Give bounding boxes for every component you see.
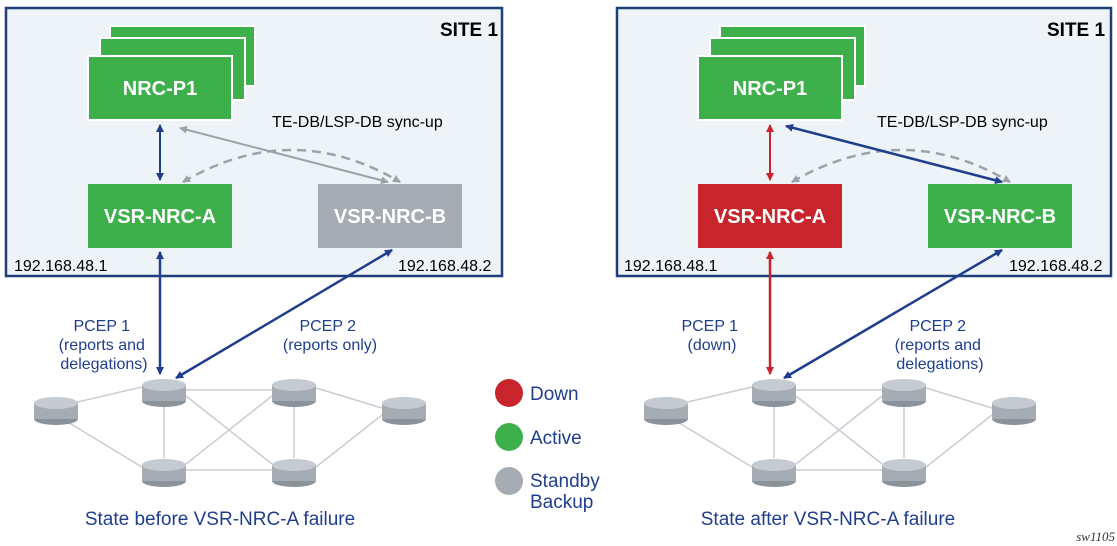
left-pcep2-arrow bbox=[175, 248, 393, 380]
right-pcep1-label: PCEP 1 (down) bbox=[681, 318, 742, 354]
left-router-ne bbox=[272, 379, 316, 407]
right-router-sw bbox=[752, 459, 796, 487]
left-router-nw bbox=[142, 379, 186, 407]
right-pcep2-label: PCEP 2 (reports and delegations) bbox=[895, 318, 986, 373]
right-router-ne bbox=[882, 379, 926, 407]
right-vsr-a-box bbox=[698, 184, 842, 248]
left-network bbox=[34, 379, 426, 487]
right-router-east bbox=[992, 397, 1036, 425]
left-vsr-b-box bbox=[318, 184, 462, 248]
left-sync-label: TE-DB/LSP-DB sync-up bbox=[272, 114, 443, 131]
right-vsr-b-box bbox=[928, 184, 1072, 248]
right-network bbox=[644, 379, 1036, 487]
legend-active-swatch bbox=[495, 423, 523, 451]
legend-down-swatch bbox=[495, 379, 523, 407]
right-site-label: SITE 1 bbox=[1047, 20, 1106, 41]
left-vsr-a-box bbox=[88, 184, 232, 248]
left-panel: SITE 1 NRC-P1 TE-DB/LSP-DB sync-up VSR-N… bbox=[4, 6, 504, 530]
left-pcep2-label: PCEP 2 (reports only) bbox=[283, 318, 377, 354]
legend-standby-swatch bbox=[495, 467, 523, 495]
right-vsr-b-label: VSR-NRC-B bbox=[944, 206, 1056, 228]
right-router-nw bbox=[752, 379, 796, 407]
right-router-west bbox=[644, 397, 688, 425]
right-sync-label: TE-DB/LSP-DB sync-up bbox=[877, 114, 1048, 131]
left-caption: State before VSR-NRC-A failure bbox=[85, 509, 355, 530]
right-nrc-p1-label: NRC-P1 bbox=[733, 78, 807, 100]
right-router-se bbox=[882, 459, 926, 487]
right-caption: State after VSR-NRC-A failure bbox=[701, 509, 955, 530]
left-pcep1-label: PCEP 1 (reports and delegations) bbox=[59, 318, 150, 373]
left-ip-a: 192.168.48.1 bbox=[14, 258, 108, 275]
right-vsr-a-label: VSR-NRC-A bbox=[714, 206, 826, 228]
left-site-label: SITE 1 bbox=[440, 20, 499, 41]
left-router-east bbox=[382, 397, 426, 425]
right-ip-a: 192.168.48.1 bbox=[624, 258, 718, 275]
right-panel: SITE 1 NRC-P1 TE-DB/LSP-DB sync-up VSR-N… bbox=[615, 6, 1113, 530]
legend-down-label: Down bbox=[530, 384, 579, 405]
left-p1-to-b-link bbox=[179, 125, 389, 185]
left-nrc-p1-label: NRC-P1 bbox=[123, 78, 197, 100]
left-ip-b: 192.168.48.2 bbox=[398, 258, 492, 275]
legend: Down Active Standby Backup bbox=[495, 379, 605, 513]
left-nrc-p1-stack: NRC-P1 bbox=[87, 25, 256, 121]
right-p1-to-b-link bbox=[785, 123, 1003, 185]
left-vsr-b-label: VSR-NRC-B bbox=[334, 206, 446, 228]
legend-active-label: Active bbox=[530, 428, 582, 449]
right-ip-b: 192.168.48.2 bbox=[1009, 258, 1103, 275]
right-nrc-p1-stack: NRC-P1 bbox=[697, 25, 866, 121]
figure-reference: sw1105 bbox=[1076, 529, 1115, 544]
left-vsr-a-label: VSR-NRC-A bbox=[104, 206, 216, 228]
right-pcep2-arrow bbox=[783, 248, 1003, 380]
left-router-se bbox=[272, 459, 316, 487]
left-router-sw bbox=[142, 459, 186, 487]
left-router-west bbox=[34, 397, 78, 425]
legend-standby-label: Standby Backup bbox=[530, 471, 605, 513]
right-nrc-p1-box bbox=[697, 55, 843, 121]
left-nrc-p1-box bbox=[87, 55, 233, 121]
